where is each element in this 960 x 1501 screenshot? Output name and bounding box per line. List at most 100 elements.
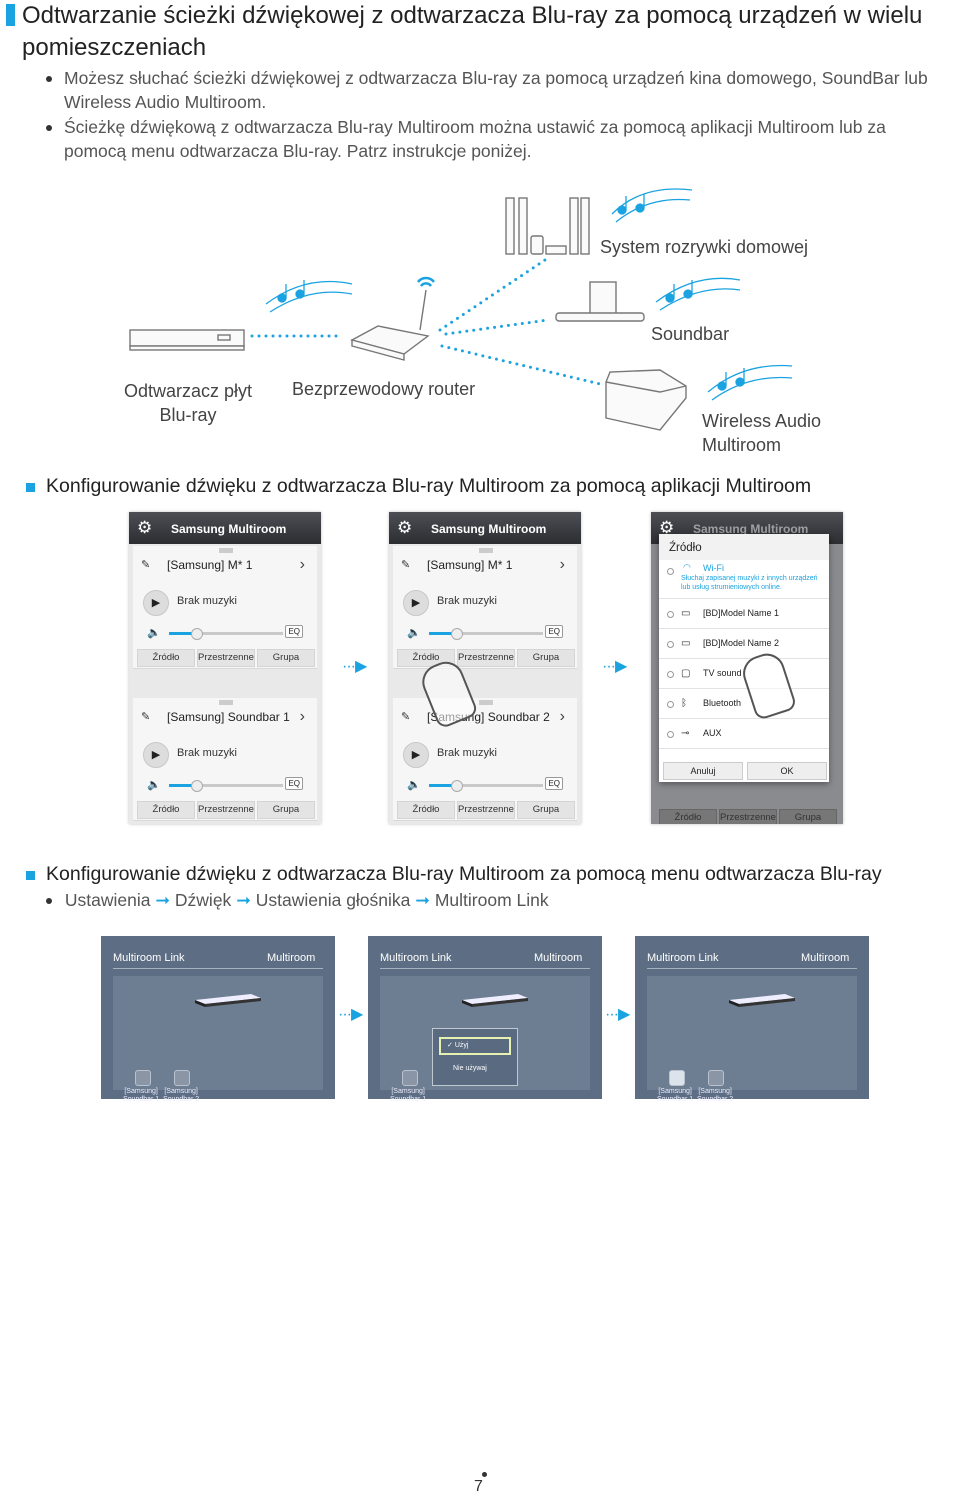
play-icon[interactable]: ▶ [143, 590, 169, 616]
soundbar-icon[interactable] [135, 1070, 151, 1086]
speaker-icon: 🔈 [147, 627, 161, 639]
edit-icon[interactable]: ✎ [141, 711, 151, 723]
dont-use-option[interactable]: Nie używaj [453, 1065, 487, 1072]
label-bd-player-line1: Odtwarzacz płyt [123, 381, 253, 401]
group-button[interactable]: Grupa [517, 649, 575, 667]
chevron-right-icon[interactable]: › [299, 708, 305, 725]
gear-icon[interactable]: ⚙ [397, 518, 413, 537]
gear-icon[interactable]: ⚙ [137, 518, 153, 537]
device-row[interactable]: ✎[Samsung] M* 1› [393, 546, 577, 584]
intro-bullets: Możesz słuchać ścieżki dźwiękowej z odtw… [46, 66, 946, 164]
soundbar-card: ✎[Samsung] Soundbar 2› ▶Brak muzyki 🔈EQ … [393, 698, 577, 821]
tv-content: [Samsung]Soundbar 1 [Samsung]Soundbar 2 [113, 976, 323, 1103]
surround-button[interactable]: Przestrzenne [197, 649, 255, 667]
surround-button[interactable]: Przestrzenne [457, 801, 515, 819]
bullet-2: Ścieżkę dźwiękową z odtwarzacza Blu-ray … [46, 115, 946, 163]
option-bd1[interactable]: ▭[BD]Model Name 1 [659, 599, 829, 629]
eq-button[interactable]: EQ [545, 625, 563, 638]
eq-button[interactable]: EQ [545, 777, 563, 790]
wireless-audio-illustration [605, 369, 687, 431]
app-title: Samsung Multiroom [693, 522, 809, 536]
device-name: [Samsung] Soundbar 1 [167, 710, 290, 724]
tv-screen-3: Multiroom Link Multiroom [Samsung]Soundb… [635, 936, 869, 1103]
soundbar-illustration [555, 281, 645, 322]
chevron-right-icon[interactable]: › [559, 556, 565, 573]
bluray-player-illustration [129, 329, 245, 351]
group-button[interactable]: Grupa [257, 649, 315, 667]
tv-subtitle: Multiroom [267, 952, 316, 964]
path-step-1: Ustawienia [64, 890, 151, 910]
cancel-button[interactable]: Anuluj [663, 762, 743, 780]
label-bd-player: Odtwarzacz płyt Blu-ray [118, 379, 258, 427]
option-tv[interactable]: ▢TV sound [659, 659, 829, 689]
soundbar-icon[interactable] [708, 1070, 724, 1086]
option-aux[interactable]: ⊸AUX [659, 719, 829, 749]
source-button[interactable]: Źródło [137, 801, 195, 819]
wifi-option[interactable]: ◠ Wi-Fi Słuchaj zapisanej muzyki z innyc… [659, 560, 829, 599]
ok-button[interactable]: OK [747, 762, 827, 780]
source-button[interactable]: Źródło [397, 801, 455, 819]
play-icon[interactable]: ▶ [143, 742, 169, 768]
group-button[interactable]: Grupa [779, 809, 837, 824]
arrow-right-icon: ➞ [415, 890, 430, 910]
use-option[interactable]: ✓ Użyj [439, 1037, 511, 1055]
gear-icon[interactable]: ⚙ [659, 518, 675, 537]
label-wam: Wireless Audio Multiroom [702, 409, 821, 457]
chevron-right-icon[interactable]: › [559, 708, 565, 725]
step-arrow-icon: ···▶ [605, 1006, 630, 1023]
label-soundbar: Soundbar [651, 324, 730, 344]
soundbar-icon[interactable] [174, 1070, 190, 1086]
app-title: Samsung Multiroom [431, 522, 547, 536]
surround-button[interactable]: Przestrzenne [457, 649, 515, 667]
device-row[interactable]: ✎ [Samsung] Soundbar 1 › [133, 698, 317, 736]
eq-button[interactable]: EQ [285, 625, 303, 638]
play-icon[interactable]: ▶ [403, 742, 429, 768]
title-accent-bar [6, 4, 15, 26]
chevron-right-icon[interactable]: › [299, 556, 305, 573]
group-button[interactable]: Grupa [257, 801, 315, 819]
group-button[interactable]: Grupa [517, 801, 575, 819]
play-icon[interactable]: ▶ [403, 590, 429, 616]
soundbar-icon[interactable] [402, 1070, 418, 1086]
tv-title: Multiroom Link [113, 952, 185, 964]
volume-slider[interactable] [169, 780, 283, 792]
eq-button[interactable]: EQ [285, 777, 303, 790]
soundbar-icon[interactable] [669, 1070, 685, 1086]
tv-screen-1: Multiroom Link Multiroom [Samsung]Soundb… [101, 936, 335, 1103]
path-step-3: Ustawienia głośnika [255, 890, 411, 910]
bd-player-icon [462, 994, 528, 1007]
label-home-theater: System rozrywki domowej [600, 237, 809, 257]
soundbar-1-label: [Samsung]Soundbar 1 [390, 1088, 427, 1103]
app-screen-2: ⚙ Samsung Multiroom ✎[Samsung] M* 1› ▶Bra… [389, 512, 581, 824]
aux-cable-icon: ⊸ [681, 728, 690, 739]
volume-row: 🔈EQ [133, 772, 317, 798]
edit-icon[interactable]: ✎ [141, 559, 151, 571]
use-popup: ✓ Użyj Nie używaj [432, 1028, 518, 1086]
tv-subtitle: Multiroom [534, 952, 583, 964]
section2-heading: Konfigurowanie dźwięku z odtwarzacza Blu… [46, 863, 882, 885]
source-button[interactable]: Źródło [137, 649, 195, 667]
device-row[interactable]: ✎[Samsung] M* 1› [133, 546, 317, 584]
playback-row: ▶Brak muzyki [393, 584, 577, 620]
playback-row: ▶Brak muzyki [133, 584, 317, 620]
arrow-right-icon: ➞ [236, 890, 251, 910]
surround-button[interactable]: Przestrzenne [197, 801, 255, 819]
source-button[interactable]: Źródło [659, 809, 717, 824]
volume-slider[interactable] [429, 628, 543, 640]
option-bd2[interactable]: ▭[BD]Model Name 2 [659, 629, 829, 659]
tv-icon: ▢ [681, 668, 691, 679]
tv-subtitle: Multiroom [801, 952, 850, 964]
bd-player-icon: ▭ [681, 638, 691, 649]
volume-slider[interactable] [169, 628, 283, 640]
app-header: ⚙ Samsung Multiroom [389, 512, 581, 544]
volume-slider[interactable] [429, 780, 543, 792]
edit-icon[interactable]: ✎ [401, 711, 411, 723]
volume-row: 🔈 EQ [133, 620, 317, 646]
edit-icon[interactable]: ✎ [401, 559, 411, 571]
surround-button[interactable]: Przestrzenne [719, 809, 777, 824]
device-row[interactable]: ✎[Samsung] Soundbar 2› [393, 698, 577, 736]
